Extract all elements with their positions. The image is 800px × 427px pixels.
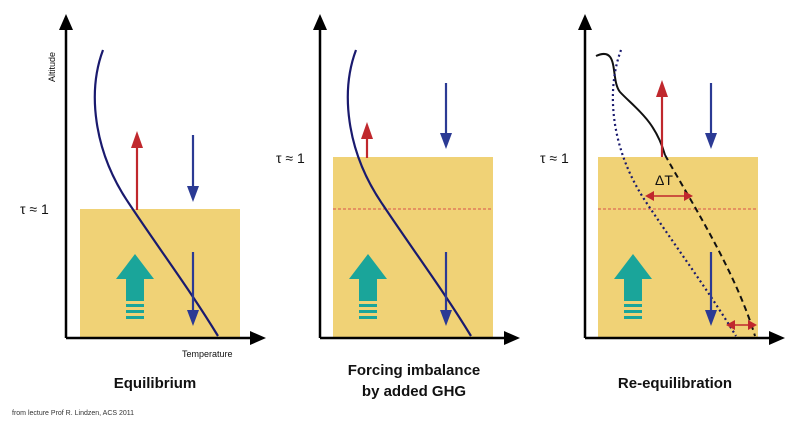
x-axis-arrowhead	[250, 331, 266, 345]
delta-t-arrow-surface	[726, 320, 757, 330]
tau-label-3: τ ≈ 1	[540, 150, 569, 166]
absorbing-layer-box	[80, 209, 240, 337]
temperature-profile	[346, 49, 472, 337]
panel-title-forcing-line-2: by added GHG	[362, 383, 466, 400]
x-axis-arrowhead	[504, 331, 520, 345]
surface-emission-arrow	[349, 254, 387, 319]
delta-t-label: ΔT	[655, 172, 673, 188]
panel-re-equilibration: τ ≈ 1 ΔT Re-equilibration	[540, 14, 785, 392]
outgoing-radiation-arrowhead	[656, 80, 668, 97]
original-temperature-profile-dotted	[611, 49, 737, 337]
surface-solar-arrowhead	[440, 310, 452, 326]
x-axis-label: Temperature	[182, 349, 233, 359]
incoming-solar-arrowhead	[187, 186, 199, 202]
y-axis-label: Altitude	[47, 52, 57, 82]
incoming-solar-arrowhead	[705, 133, 717, 149]
surface-solar-arrowhead	[187, 310, 199, 326]
surface-emission-arrow	[116, 254, 154, 319]
panel-equilibrium: τ ≈ 1 Altitude Temperature Equilibrium	[20, 14, 266, 392]
new-temperature-profile	[595, 52, 666, 156]
temperature-profile	[93, 49, 219, 337]
x-axis-arrowhead	[769, 331, 785, 345]
outgoing-radiation-arrowhead	[361, 122, 373, 139]
panel-forcing-imbalance: τ ≈ 1 Forcing imbalance by added GHG	[276, 14, 520, 400]
y-axis-arrowhead	[59, 14, 73, 30]
panel-title-equilibrium: Equilibrium	[114, 375, 197, 392]
surface-emission-arrow	[614, 254, 652, 319]
y-axis-arrowhead	[313, 14, 327, 30]
surface-solar-arrowhead	[705, 310, 717, 326]
panel-title-re-equilibration: Re-equilibration	[618, 375, 732, 392]
absorbing-layer-box	[598, 157, 758, 337]
panel-title-forcing-line-1: Forcing imbalance	[348, 362, 481, 379]
y-axis-arrowhead	[578, 14, 592, 30]
incoming-solar-arrowhead	[440, 133, 452, 149]
outgoing-radiation-arrowhead	[131, 131, 143, 148]
tau-label-2: τ ≈ 1	[276, 150, 305, 166]
delta-t-arrow-upper	[645, 191, 693, 201]
new-temperature-profile-dashed	[664, 154, 756, 337]
credit-text: from lecture Prof R. Lindzen, ACS 2011	[12, 410, 134, 417]
tau-label-1: τ ≈ 1	[20, 201, 49, 217]
